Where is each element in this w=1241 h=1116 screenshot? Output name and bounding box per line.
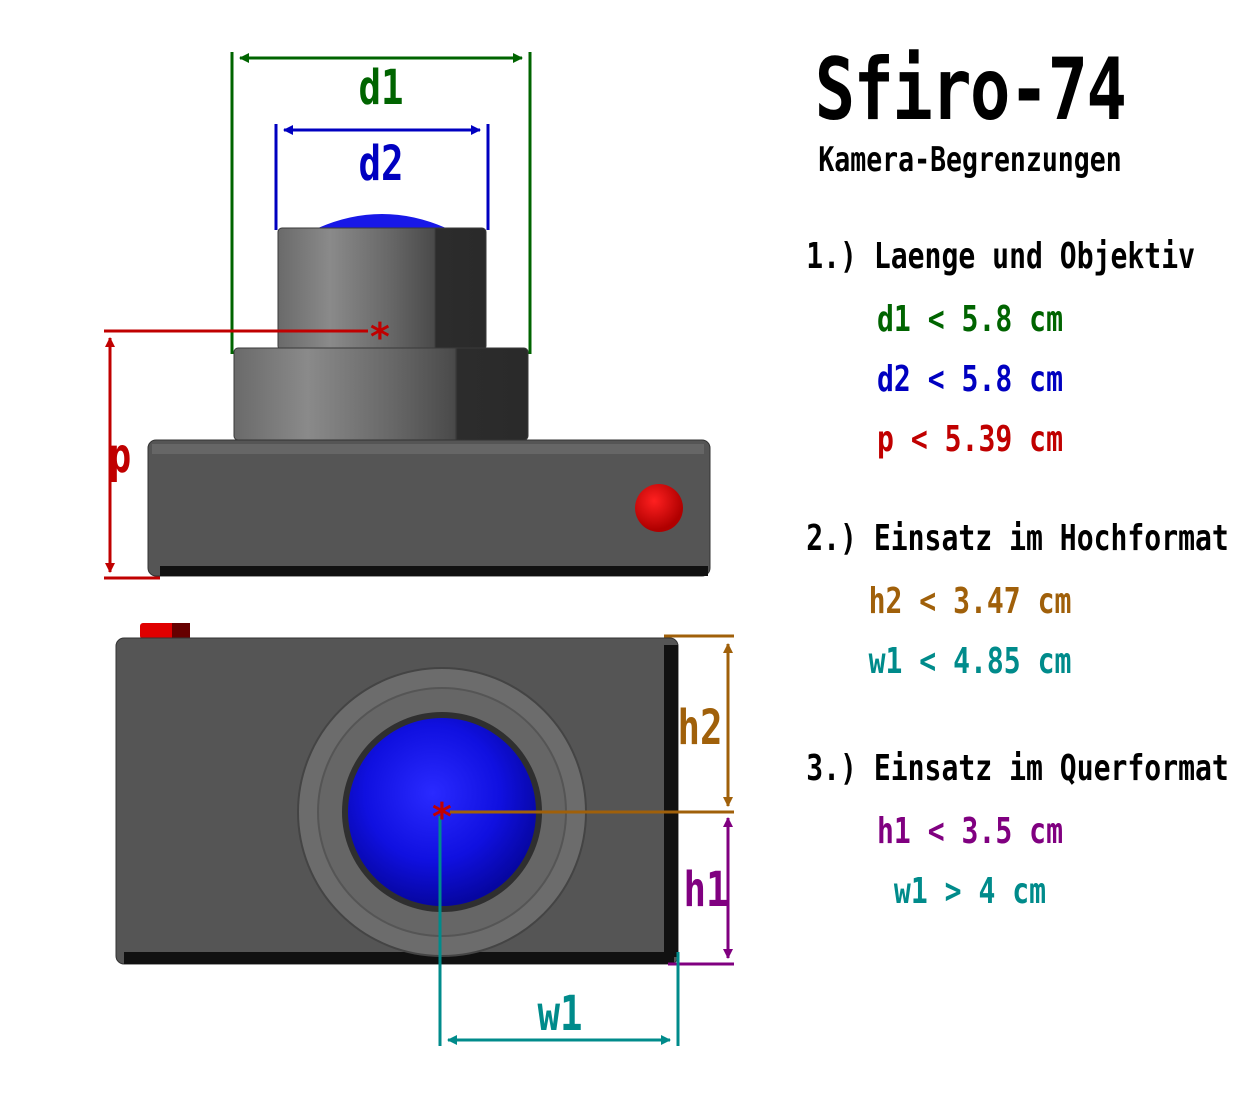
dimension-h2 bbox=[450, 634, 734, 814]
lens-dome bbox=[318, 214, 446, 228]
dimension-d1 bbox=[230, 52, 532, 354]
shutter-button-front bbox=[635, 484, 683, 532]
dim-label-p: p bbox=[109, 429, 132, 485]
info-panel: Sfiro-74 Kamera-Begrenzungen 1.) Laenge … bbox=[760, 40, 1229, 922]
dim-label-h1: h1 bbox=[683, 863, 728, 919]
camera-body-top bbox=[147, 439, 711, 577]
condition-d2: d2 < 5.8 cm bbox=[877, 359, 1063, 400]
body-front-shadow-bottom bbox=[124, 952, 674, 964]
section-heading-length: 1.) Laenge und Objektiv bbox=[806, 236, 1196, 277]
dim-label-w1: w1 bbox=[537, 987, 582, 1043]
page-title: Sfiro-74 bbox=[814, 40, 1127, 140]
center-mark-front: * bbox=[431, 795, 454, 839]
page-subtitle: Kamera-Begrenzungen bbox=[818, 140, 1122, 180]
dim-label-h2: h2 bbox=[677, 701, 722, 757]
dimension-p bbox=[104, 329, 368, 580]
condition-h2: h2 < 3.47 cm bbox=[868, 581, 1072, 622]
dim-label-d2: d2 bbox=[358, 137, 403, 193]
body-front-shadow-right bbox=[664, 645, 678, 957]
camera-top-view bbox=[147, 214, 711, 577]
lens-glass bbox=[348, 718, 536, 906]
condition-w1-min: w1 > 4 cm bbox=[893, 871, 1047, 912]
camera-front-view bbox=[115, 623, 679, 965]
body-top-highlight bbox=[152, 444, 704, 454]
condition-h1: h1 < 3.5 cm bbox=[877, 811, 1063, 852]
condition-w1-max: w1 < 4.85 cm bbox=[868, 641, 1072, 682]
condition-p: p < 5.39 cm bbox=[877, 419, 1063, 460]
section-heading-landscape: 3.) Einsatz im Querformat bbox=[806, 748, 1229, 789]
condition-d1: d1 < 5.8 cm bbox=[877, 299, 1063, 340]
dimension-w1 bbox=[438, 816, 680, 1046]
dimension-d2 bbox=[274, 124, 490, 230]
lens-barrel-lower bbox=[233, 347, 529, 441]
dim-label-d1: d1 bbox=[358, 61, 403, 117]
shutter-button-top-shade bbox=[172, 623, 190, 639]
section-heading-portrait: 2.) Einsatz im Hochformat bbox=[806, 518, 1229, 559]
center-mark-top: * bbox=[369, 315, 392, 359]
body-top-shadow bbox=[160, 566, 708, 576]
